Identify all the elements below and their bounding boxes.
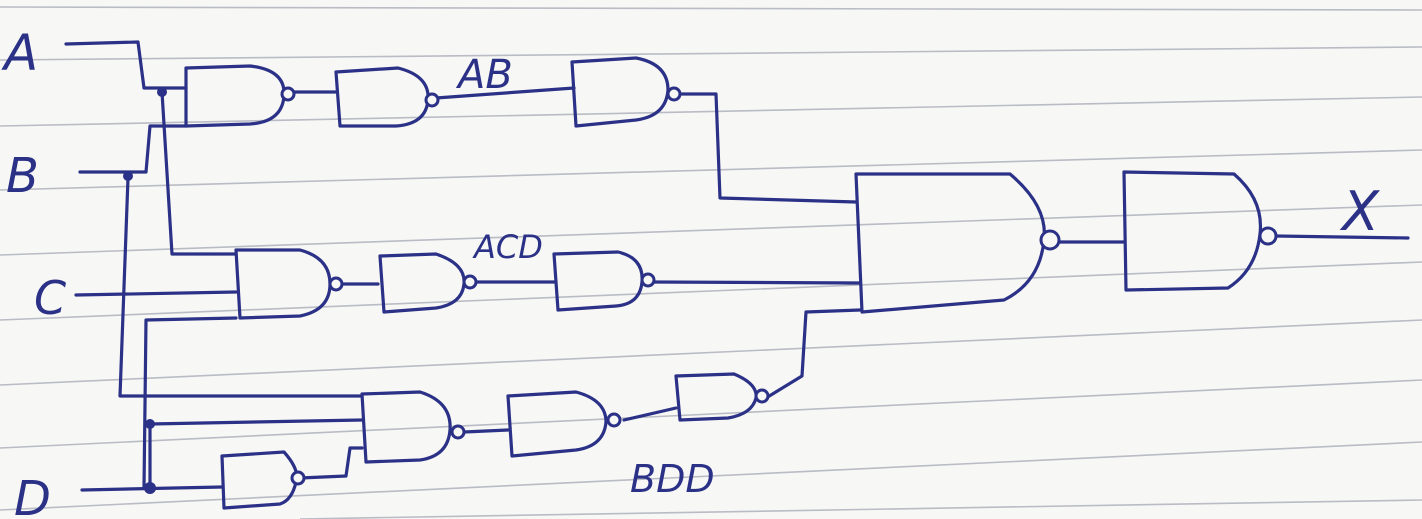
nand-gate-output [1122, 170, 1278, 292]
input-label-d: D [14, 471, 51, 519]
notebook-ruled-lines [0, 6, 1422, 519]
junction-dot [144, 482, 156, 494]
nand-gate-row1-1 [184, 64, 296, 128]
nand-gate-row3-2 [506, 390, 622, 458]
wires [64, 40, 1410, 492]
junction-dot [123, 171, 133, 181]
nand-gate-3-input [854, 172, 1061, 314]
nand-gate-row3-1 [360, 390, 466, 464]
term-label-ab: AB [455, 52, 513, 98]
nand-gate-row1-2 [334, 66, 440, 128]
input-label-a: A [1, 24, 38, 82]
input-label-b: B [6, 148, 39, 204]
nand-gate-row3-3 [674, 372, 770, 422]
junction-dots [123, 87, 167, 494]
nand-gate-row2-3 [552, 250, 656, 312]
junction-dot [157, 87, 167, 97]
output-label-x: X [1339, 180, 1380, 243]
term-label-acd: ACD [472, 228, 543, 266]
term-label-bdd: BDD [630, 457, 715, 501]
nand-gate-row1-3 [570, 56, 682, 128]
not-gate-d [220, 450, 306, 510]
input-label-c: C [34, 271, 66, 325]
junction-dot [145, 419, 155, 429]
nand-gate-row2-2 [378, 252, 478, 314]
nand-gate-row2-1 [234, 248, 344, 320]
